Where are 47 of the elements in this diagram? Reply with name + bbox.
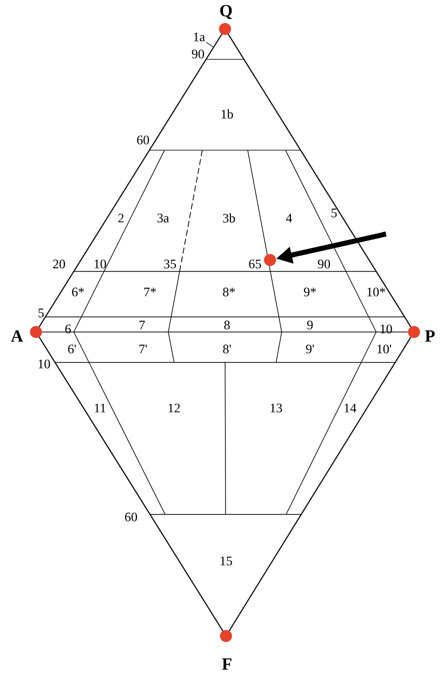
tick-value: 5 [38,308,44,318]
tick-value: 90 [318,260,330,268]
tick-value: 10 [38,360,50,368]
field-number: 3a [158,214,169,222]
field-number: 2 [118,214,124,222]
tick-value: 65 [249,260,261,268]
field-number: 7 [140,320,145,330]
field-number: 4 [286,214,292,222]
field-number: 9* [304,288,316,296]
field-number: 3b [223,213,235,223]
field-number: 7' [139,344,147,354]
field-number: 9' [306,344,314,354]
field-number: 14 [344,404,356,412]
field-number: 10' [377,344,392,354]
field-number: 9 [307,320,313,330]
vertex-label: A [11,330,24,342]
vertex-label: F [222,658,232,670]
field-number: 13 [270,404,282,412]
tick-value: 90 [192,50,204,58]
point-marker [219,23,231,35]
field-number: 6 [65,324,71,334]
point-marker [264,254,276,266]
field-number: 11 [94,404,106,412]
field-number: 8 [224,320,230,330]
field-number: 1b [222,109,233,119]
field-number: 8' [223,344,231,354]
field-number: 10* [367,288,386,296]
field-number: 7* [144,288,156,296]
field-number: 10 [380,324,392,334]
field-number: 6' [68,344,76,354]
field-number: 6* [72,288,84,296]
tick-value: 60 [137,136,149,144]
point-marker [220,630,232,642]
point-marker [408,326,420,338]
tick-value: 60 [125,512,137,522]
tick-value: 20 [53,260,65,268]
point-marker [30,326,42,338]
field-number: 8* [223,288,235,296]
tick-value: 10 [94,260,106,268]
field-number: 1a [194,32,205,42]
field-number: 12 [168,404,180,412]
vertex-label: Q [220,5,232,19]
tick-value: 35 [164,260,176,268]
vertex-label: P [425,330,435,342]
leader-line [206,42,214,48]
field-number: 15 [220,556,232,566]
field-number: 5 [332,208,337,218]
